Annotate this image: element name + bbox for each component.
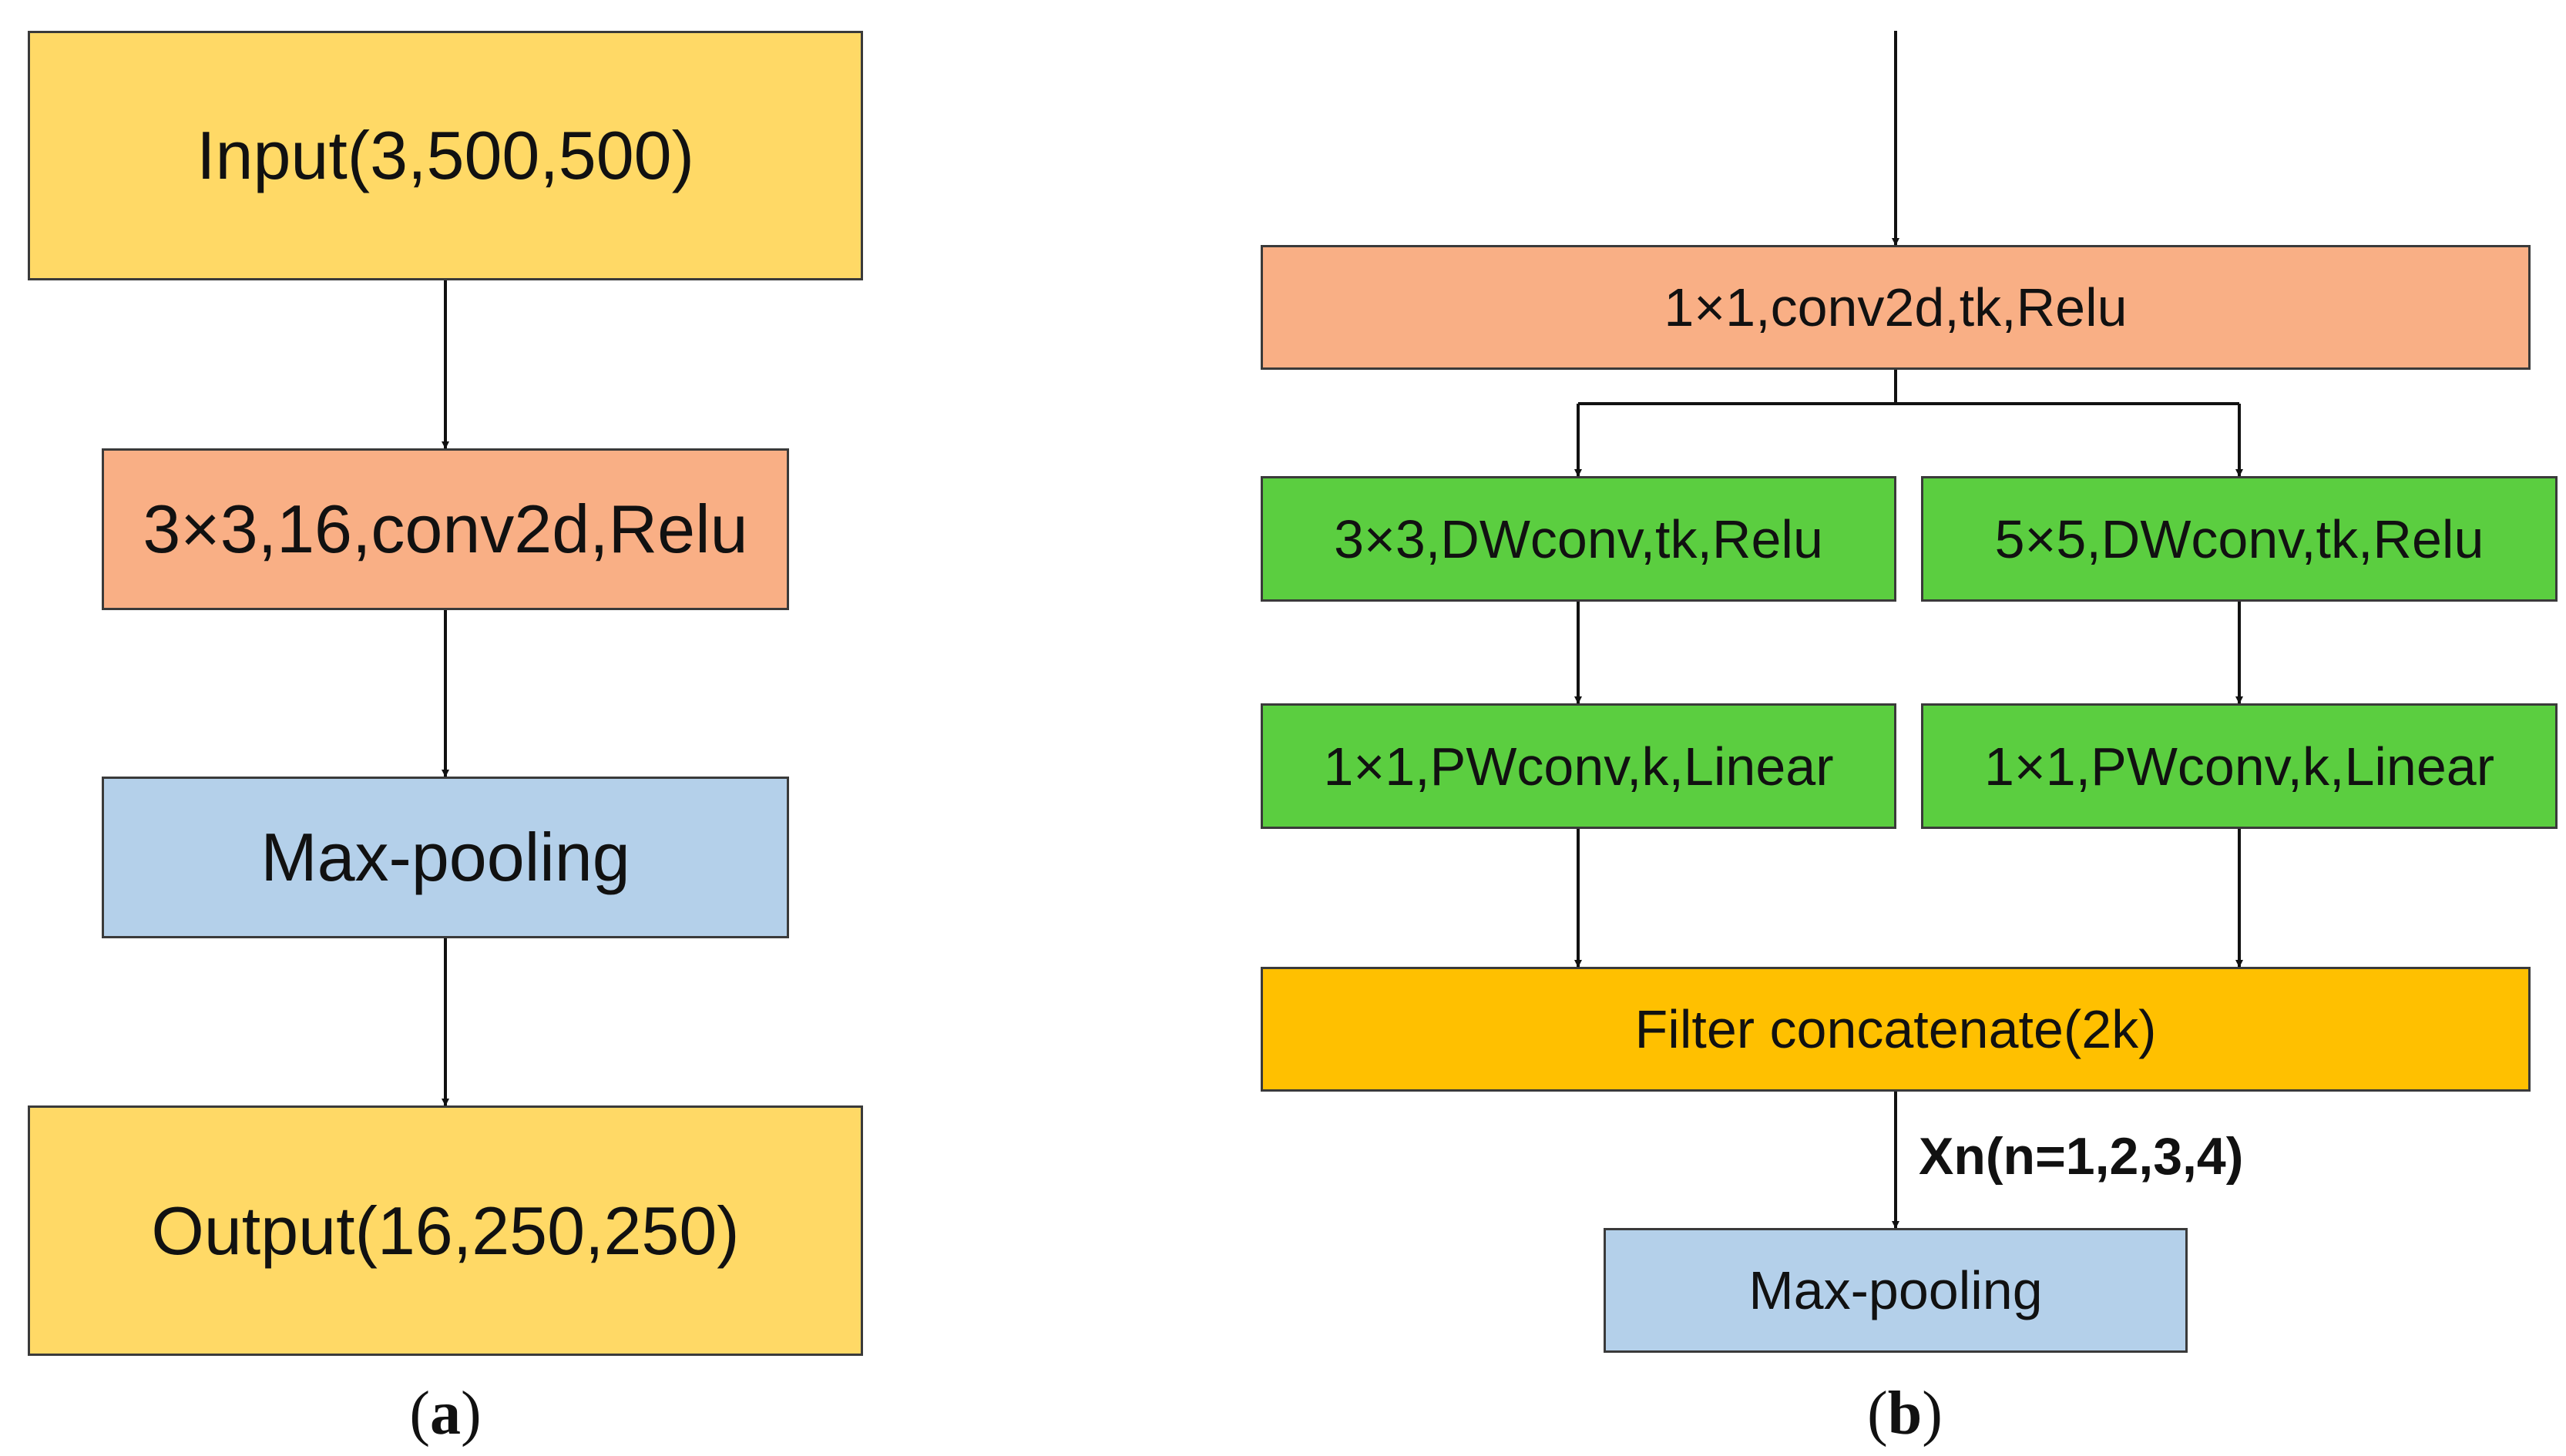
b-caption-close: ) [1922, 1380, 1943, 1448]
b-dw5-box: 5×5,DWconv,tk,Relu [1921, 476, 2558, 602]
a-pool-box: Max-pooling [102, 777, 789, 938]
b-concat-box: Filter concatenate(2k) [1261, 967, 2531, 1092]
a-caption-letter: a [430, 1380, 461, 1448]
b-pw-right-label: 1×1,PWconv,k,Linear [1983, 736, 2495, 797]
a-conv-box: 3×3,16,conv2d,Relu [102, 448, 789, 610]
b-conv1x1-box: 1×1,conv2d,tk,Relu [1261, 245, 2531, 370]
a-input-box: Input(3,500,500) [28, 31, 863, 280]
a-output-box: Output(16,250,250) [28, 1105, 863, 1356]
b-pw-left-box: 1×1,PWconv,k,Linear [1261, 703, 1896, 829]
a-caption-open: ( [409, 1380, 430, 1448]
a-conv-label: 3×3,16,conv2d,Relu [143, 491, 748, 567]
b-concat-label: Filter concatenate(2k) [1634, 999, 2157, 1059]
a-pool-label: Max-pooling [260, 819, 630, 895]
b-caption-open: ( [1867, 1380, 1888, 1448]
b-caption-letter: b [1887, 1380, 1923, 1448]
b-dw5-label: 5×5,DWconv,tk,Relu [1994, 508, 2484, 569]
b-pw-left-label: 1×1,PWconv,k,Linear [1323, 736, 1834, 797]
b-caption: (b) [1867, 1379, 1943, 1449]
a-output-label: Output(16,250,250) [151, 1192, 740, 1269]
b-pw-right-box: 1×1,PWconv,k,Linear [1921, 703, 2558, 829]
b-dw3-box: 3×3,DWconv,tk,Relu [1261, 476, 1896, 602]
b-dw3-label: 3×3,DWconv,tk,Relu [1334, 508, 1823, 569]
a-caption: (a) [409, 1379, 481, 1449]
a-input-label: Input(3,500,500) [196, 117, 694, 193]
b-conv1x1-label: 1×1,conv2d,tk,Relu [1664, 277, 2128, 337]
b-repeat-label: Xn(n=1,2,3,4) [1919, 1127, 2244, 1186]
b-pool-label: Max-pooling [1748, 1260, 2043, 1320]
a-caption-close: ) [461, 1380, 482, 1448]
b-pool-box: Max-pooling [1604, 1228, 2188, 1353]
